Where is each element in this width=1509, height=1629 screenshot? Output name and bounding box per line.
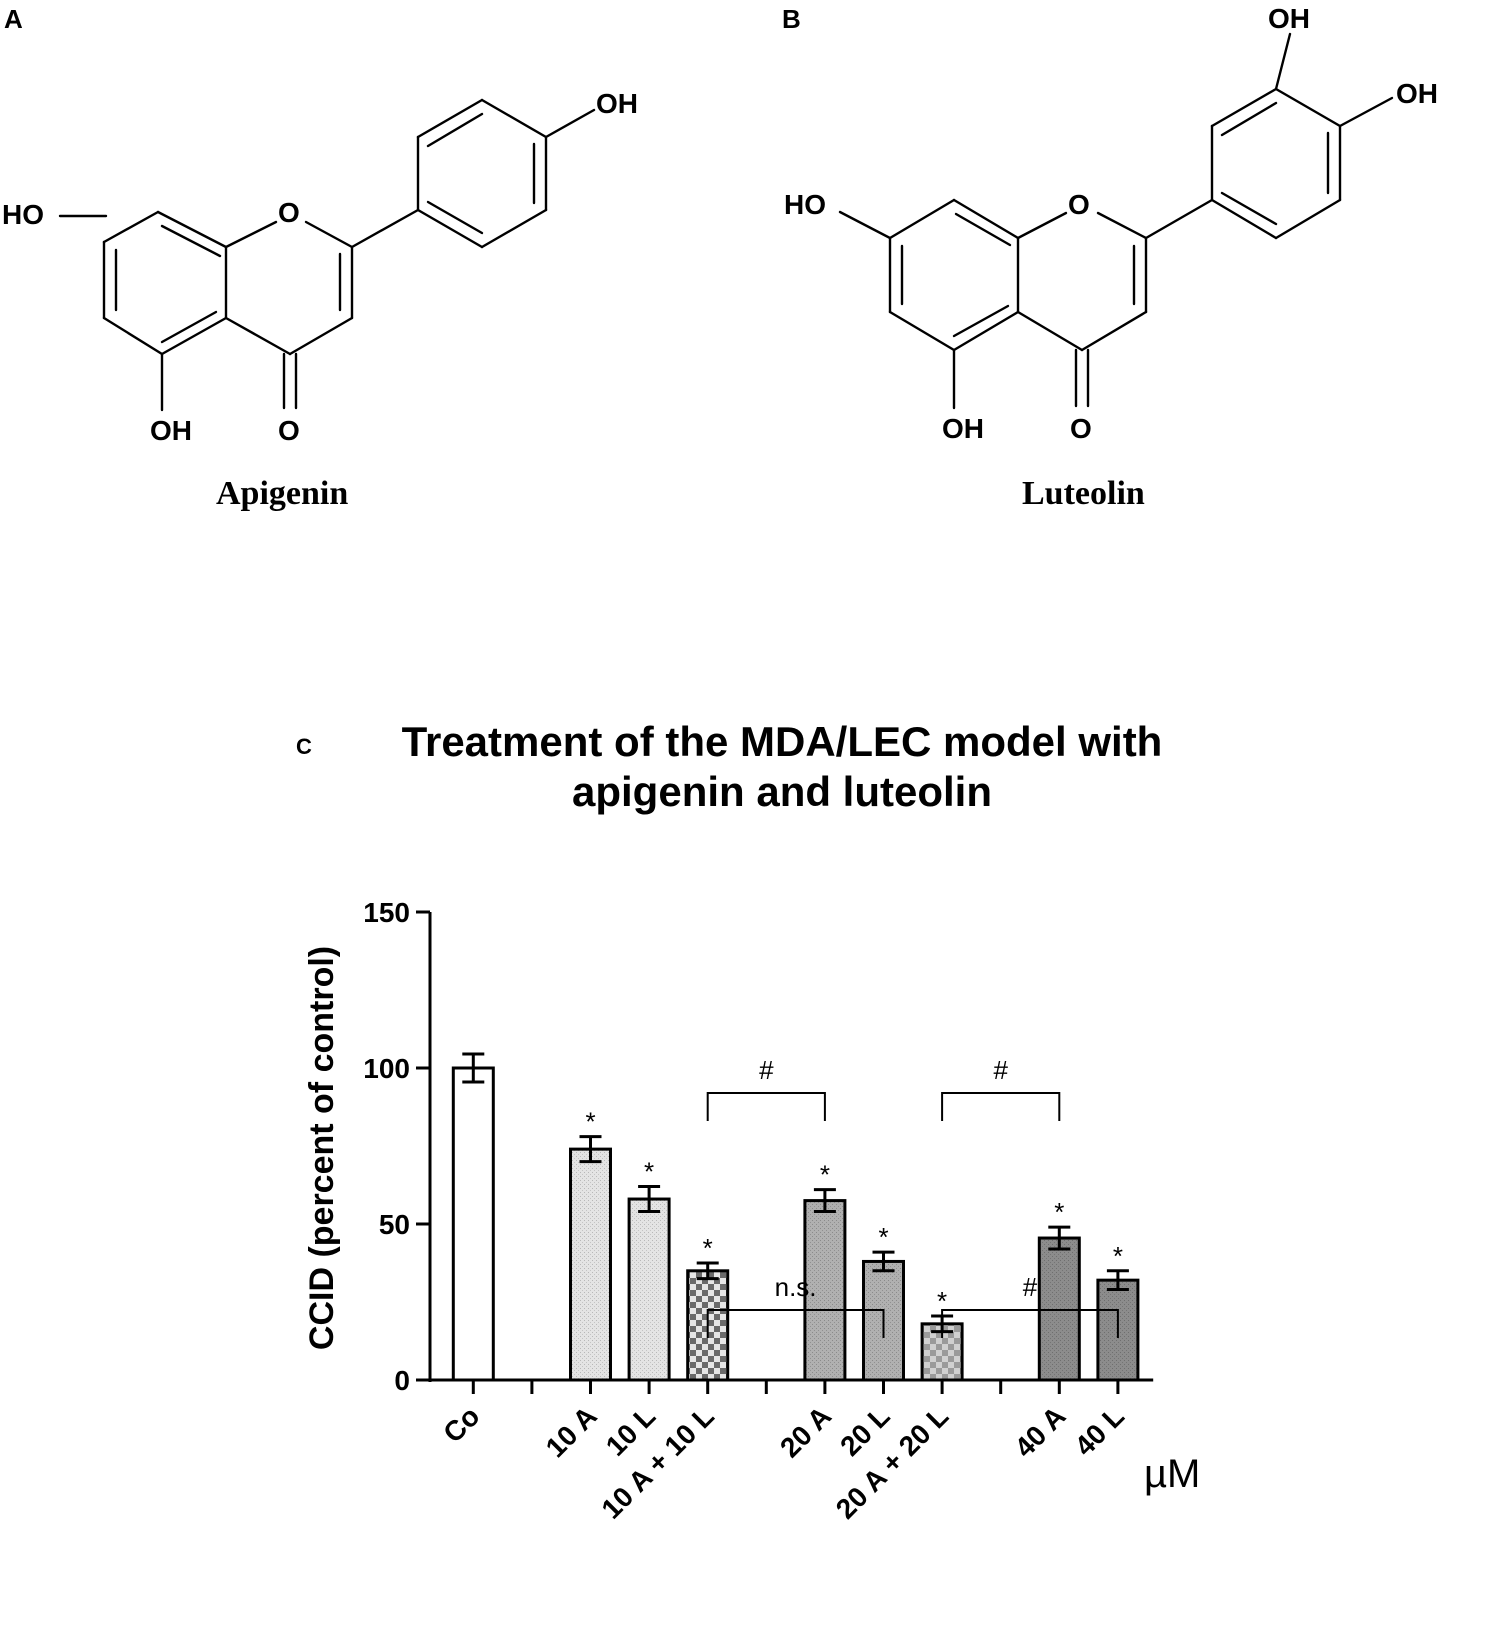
luteolin-oh-3p: OH [1268,3,1310,34]
y-tick-label: 0 [394,1365,410,1396]
bond [156,210,228,249]
significance-marker: * [703,1233,713,1263]
chart-title-line2: apigenin and luteolin [572,768,992,815]
x-axis-unit: µM [1144,1452,1200,1496]
significance-marker: * [820,1160,830,1190]
bond [1210,87,1278,128]
luteolin-structure: OH OH HO O OH O Luteolin [784,3,1438,512]
bond [1210,198,1278,240]
panel-label-b: B [782,4,801,34]
significance-marker: * [585,1107,595,1137]
bond [1096,211,1148,240]
bond [480,98,548,139]
comparison-label: # [993,1055,1008,1085]
bond [952,310,1020,352]
bond [1080,310,1148,352]
bond [416,208,484,249]
bond [224,316,292,356]
significance-marker: * [1113,1241,1123,1271]
chart-title-line1: Treatment of the MDA/LEC model with [402,718,1163,765]
apigenin-oh-5: OH [150,415,192,446]
comparison-bracket [941,1309,1119,1338]
luteolin-oh-4p: OH [1396,78,1438,109]
bond [954,212,1012,247]
x-tick-label: Co [437,1400,485,1448]
bond [952,304,1010,338]
bond [160,316,228,356]
significance-marker: * [878,1222,888,1252]
bond [888,198,956,240]
x-tick-label: 10 A [540,1400,603,1463]
bond [1274,32,1292,91]
apigenin-oh-4p: OH [596,88,638,119]
luteolin-o-keto: O [1070,413,1092,444]
bond [1220,101,1278,137]
significance-marker: * [1054,1197,1064,1227]
bond [350,208,420,249]
comparison-label: # [1023,1272,1038,1302]
luteolin-ho-7: HO [784,189,826,220]
apigenin-o-keto: O [278,415,300,446]
panel-label-c: C [296,734,312,759]
y-tick-label: 100 [363,1053,410,1084]
bond [288,316,354,356]
bond [160,224,222,258]
comparison-label: # [759,1055,774,1085]
bar [627,1197,671,1382]
apigenin-o-ring: O [278,197,300,228]
apigenin-structure: OH HO O OH O Apigenin [2,88,638,512]
bond [544,108,596,139]
bond [102,210,160,244]
y-tick-label: 50 [379,1209,410,1240]
bond [102,316,164,356]
bond [1016,310,1084,352]
bond [1274,87,1342,128]
significance-marker: * [937,1286,947,1316]
bond [304,220,354,249]
bond [1144,198,1214,240]
bar [569,1147,612,1382]
bond [224,220,278,249]
x-tick-label: 20 A [774,1400,837,1463]
comparison-bracket [706,1092,826,1121]
bond [426,112,484,148]
significance-marker: * [644,1157,654,1187]
bond [838,210,892,240]
x-tick-label: 40 L [1069,1400,1131,1462]
apigenin-name: Apigenin [216,475,348,512]
luteolin-name: Luteolin [1022,475,1145,512]
bond [1016,211,1068,240]
comparison-bracket [706,1309,885,1338]
bond [160,310,218,344]
panel-label-a: A [4,4,23,34]
bond [416,98,484,139]
bond [426,200,484,235]
x-tick-label: 40 A [1009,1400,1072,1463]
bond [480,208,548,249]
bond [1338,96,1394,128]
bond [888,310,956,352]
y-tick-label: 150 [363,897,410,928]
bond [952,198,1020,240]
luteolin-o-ring: O [1068,189,1090,220]
bar [451,1066,495,1382]
apigenin-ho-7: HO [2,199,44,230]
bond [1274,198,1342,240]
comparison-label: n.s. [775,1272,817,1302]
luteolin-oh-5: OH [942,413,984,444]
comparison-bracket [941,1092,1061,1121]
bond [1220,191,1278,226]
y-axis-label: CCID (percent of control) [303,946,341,1350]
